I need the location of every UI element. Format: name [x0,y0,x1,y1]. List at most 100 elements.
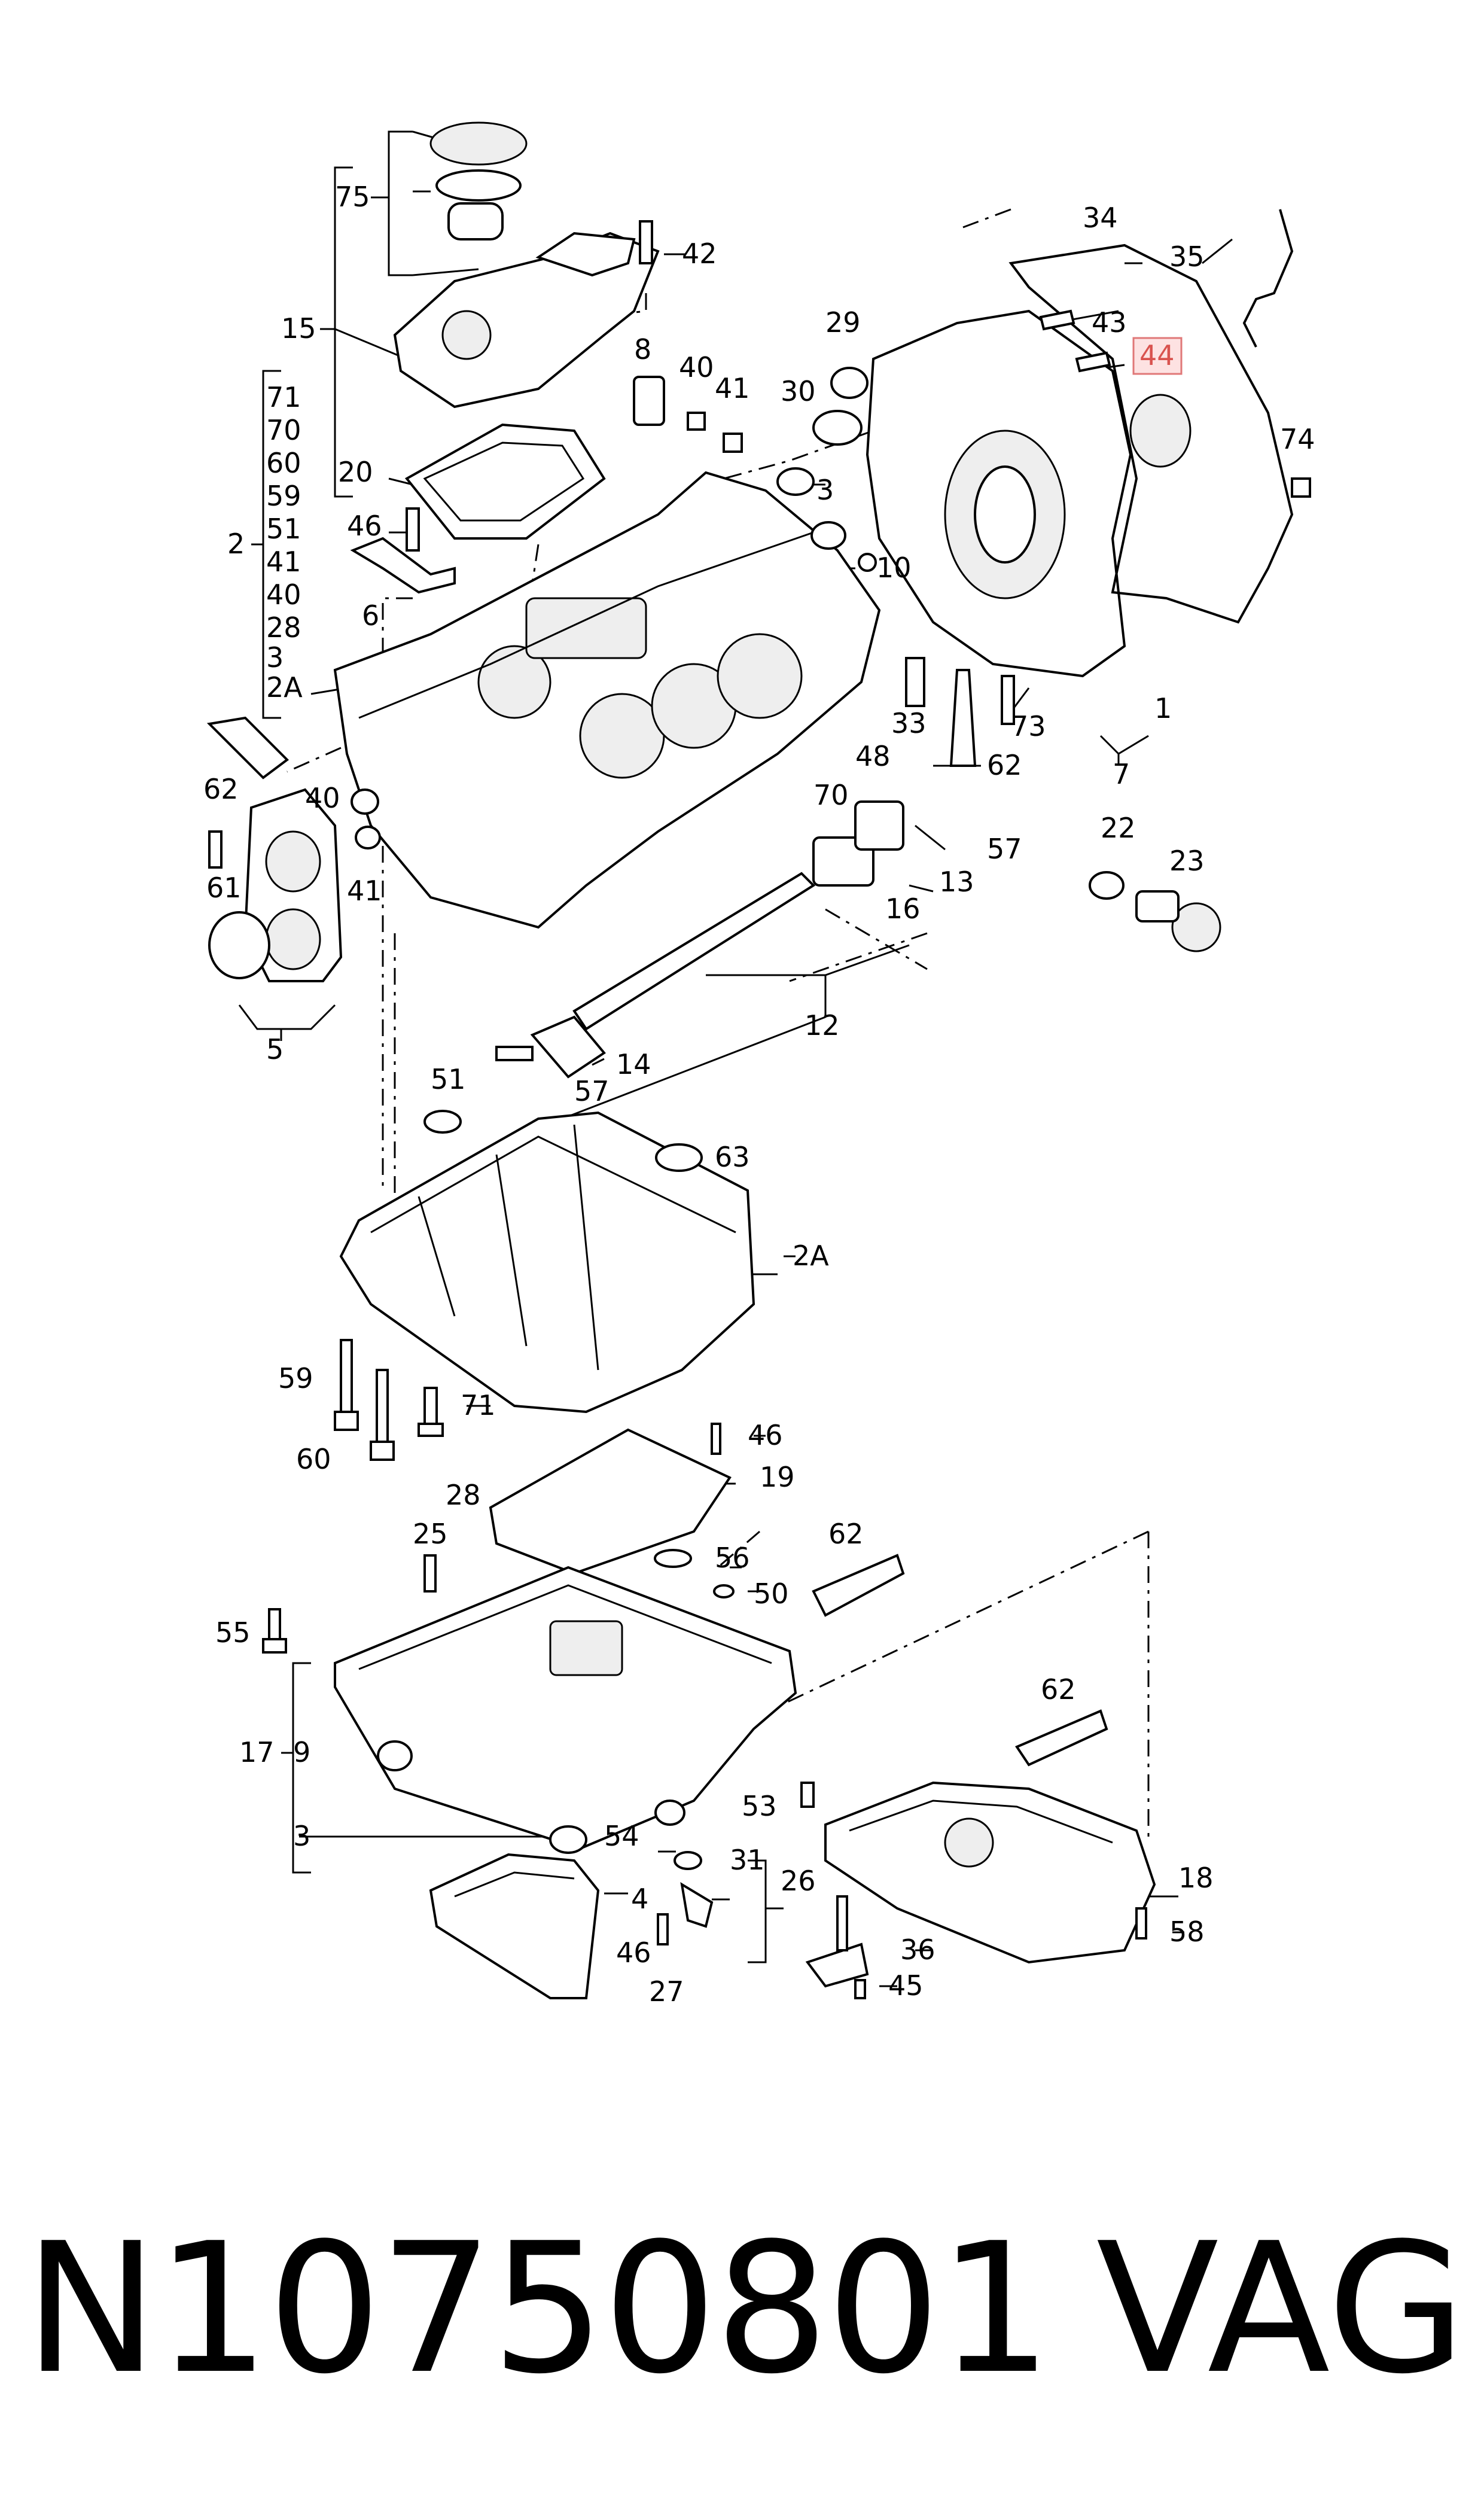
callout-26: 26 [781,1865,816,1897]
callout-6: 6 [362,599,379,632]
front-cover-5 [208,788,381,982]
callout-23: 23 [1169,845,1205,877]
callout-4: 4 [631,1883,648,1915]
callout-59: 59 [266,480,301,512]
callout-58: 58 [1169,1916,1205,1948]
callout-16: 16 [885,893,921,925]
callout-48: 48 [855,740,891,772]
callout-75: 75 [335,181,370,213]
callout-40: 40 [679,351,714,383]
small-hardware [633,220,1311,767]
callout-46b: 46 [748,1419,783,1451]
callout-42: 42 [682,238,717,270]
callout-70: 70 [266,414,301,446]
callout-19: 19 [760,1461,795,1493]
callout-41: 41 [715,372,750,404]
callout-51b: 51 [431,1063,466,1095]
engine-block [333,471,881,929]
callout-28b: 28 [446,1479,481,1511]
footer: N10750801 VAG [0,2190,1484,2429]
oil-pan-lower-18 [800,1709,1156,1964]
callout-34: 34 [1083,202,1118,234]
callout-3b: 3 [816,474,834,506]
callout-51: 51 [266,513,301,545]
bracket-6 [350,507,456,594]
oil-pan-upper [262,1549,905,1854]
callout-1: 1 [1154,692,1172,724]
balance-shaft-12 [495,800,1221,1079]
callout-60: 60 [266,447,301,479]
callout-15: 15 [281,312,316,345]
callout-labels: 75 42 15 8 40 41 71 70 60 59 51 41 40 28… [203,181,1315,2008]
callout-43: 43 [1092,306,1127,339]
callout-62c: 62 [828,1518,864,1550]
callout-28: 28 [266,611,301,644]
windage-4 [429,1853,600,1999]
callout-2: 2 [227,528,245,560]
callout-35: 35 [1169,240,1205,273]
callout-9: 9 [293,1736,310,1768]
callout-44: 44 [1139,339,1175,372]
callout-41b: 41 [266,546,301,578]
baffle-19 [489,1423,732,1575]
callout-14: 14 [616,1048,651,1080]
callout-71: 71 [266,381,301,413]
callout-27: 27 [649,1975,684,2008]
callout-7: 7 [1113,758,1130,790]
callout-56: 56 [715,1542,750,1574]
callout-25: 25 [413,1518,448,1550]
long-bolts [334,1339,444,1461]
callout-74: 74 [1280,423,1315,455]
callout-3c: 3 [293,1820,310,1852]
callout-73: 73 [1011,710,1046,742]
callout-10: 10 [876,552,912,584]
leader-lines [238,130,1233,1987]
valve-cover-assembly [393,121,660,409]
gasket-20 [404,423,606,540]
callout-29: 29 [825,306,861,339]
brand-label: VAG [1096,2205,1466,2413]
callout-12: 12 [805,1009,840,1042]
callout-62a: 62 [987,749,1022,781]
gasket-34 [1008,243,1294,624]
rear-cover-assembly [866,309,1192,678]
callout-2A: 2A [266,671,303,704]
callout-45: 45 [888,1969,924,2002]
callout-50: 50 [754,1578,789,1610]
callout-8: 8 [634,333,651,366]
callout-22: 22 [1101,812,1136,844]
exploded-parts-diagram: 75 42 15 8 40 41 71 70 60 59 51 41 40 28… [203,121,1315,2008]
callout-55: 55 [215,1616,251,1649]
tube-62-upper [206,716,290,780]
callout-40b: 40 [266,578,301,611]
callout-30: 30 [781,375,816,407]
callout-53: 53 [742,1790,777,1822]
sensor-parts [657,1851,869,1999]
callout-13: 13 [939,866,974,898]
callout-3a: 3 [266,641,284,674]
callout-33: 33 [891,707,927,739]
callout-31: 31 [730,1844,765,1876]
callout-63: 63 [715,1141,750,1173]
harness-35 [1242,209,1294,348]
callout-41c: 41 [347,875,382,907]
callout-20: 20 [338,456,373,488]
callout-17: 17 [239,1736,275,1768]
callout-54: 54 [604,1820,639,1852]
callout-71b: 71 [461,1389,496,1421]
callout-57b: 57 [574,1075,610,1107]
callout-61: 61 [206,872,242,904]
callout-46: 46 [347,510,382,542]
callout-40c: 40 [305,782,340,814]
callout-36: 36 [900,1934,936,1966]
callout-62b: 62 [203,773,239,805]
callout-44-highlight [1132,337,1183,375]
callout-70b: 70 [813,779,849,811]
callout-46c: 46 [616,1937,651,1969]
part-number: N10750801 [24,2205,1052,2413]
callout-62d: 62 [1041,1673,1076,1706]
callout-60b: 60 [296,1443,331,1475]
callout-5: 5 [266,1033,284,1065]
callout-57a: 57 [987,833,1022,865]
callout-18: 18 [1178,1862,1214,1894]
